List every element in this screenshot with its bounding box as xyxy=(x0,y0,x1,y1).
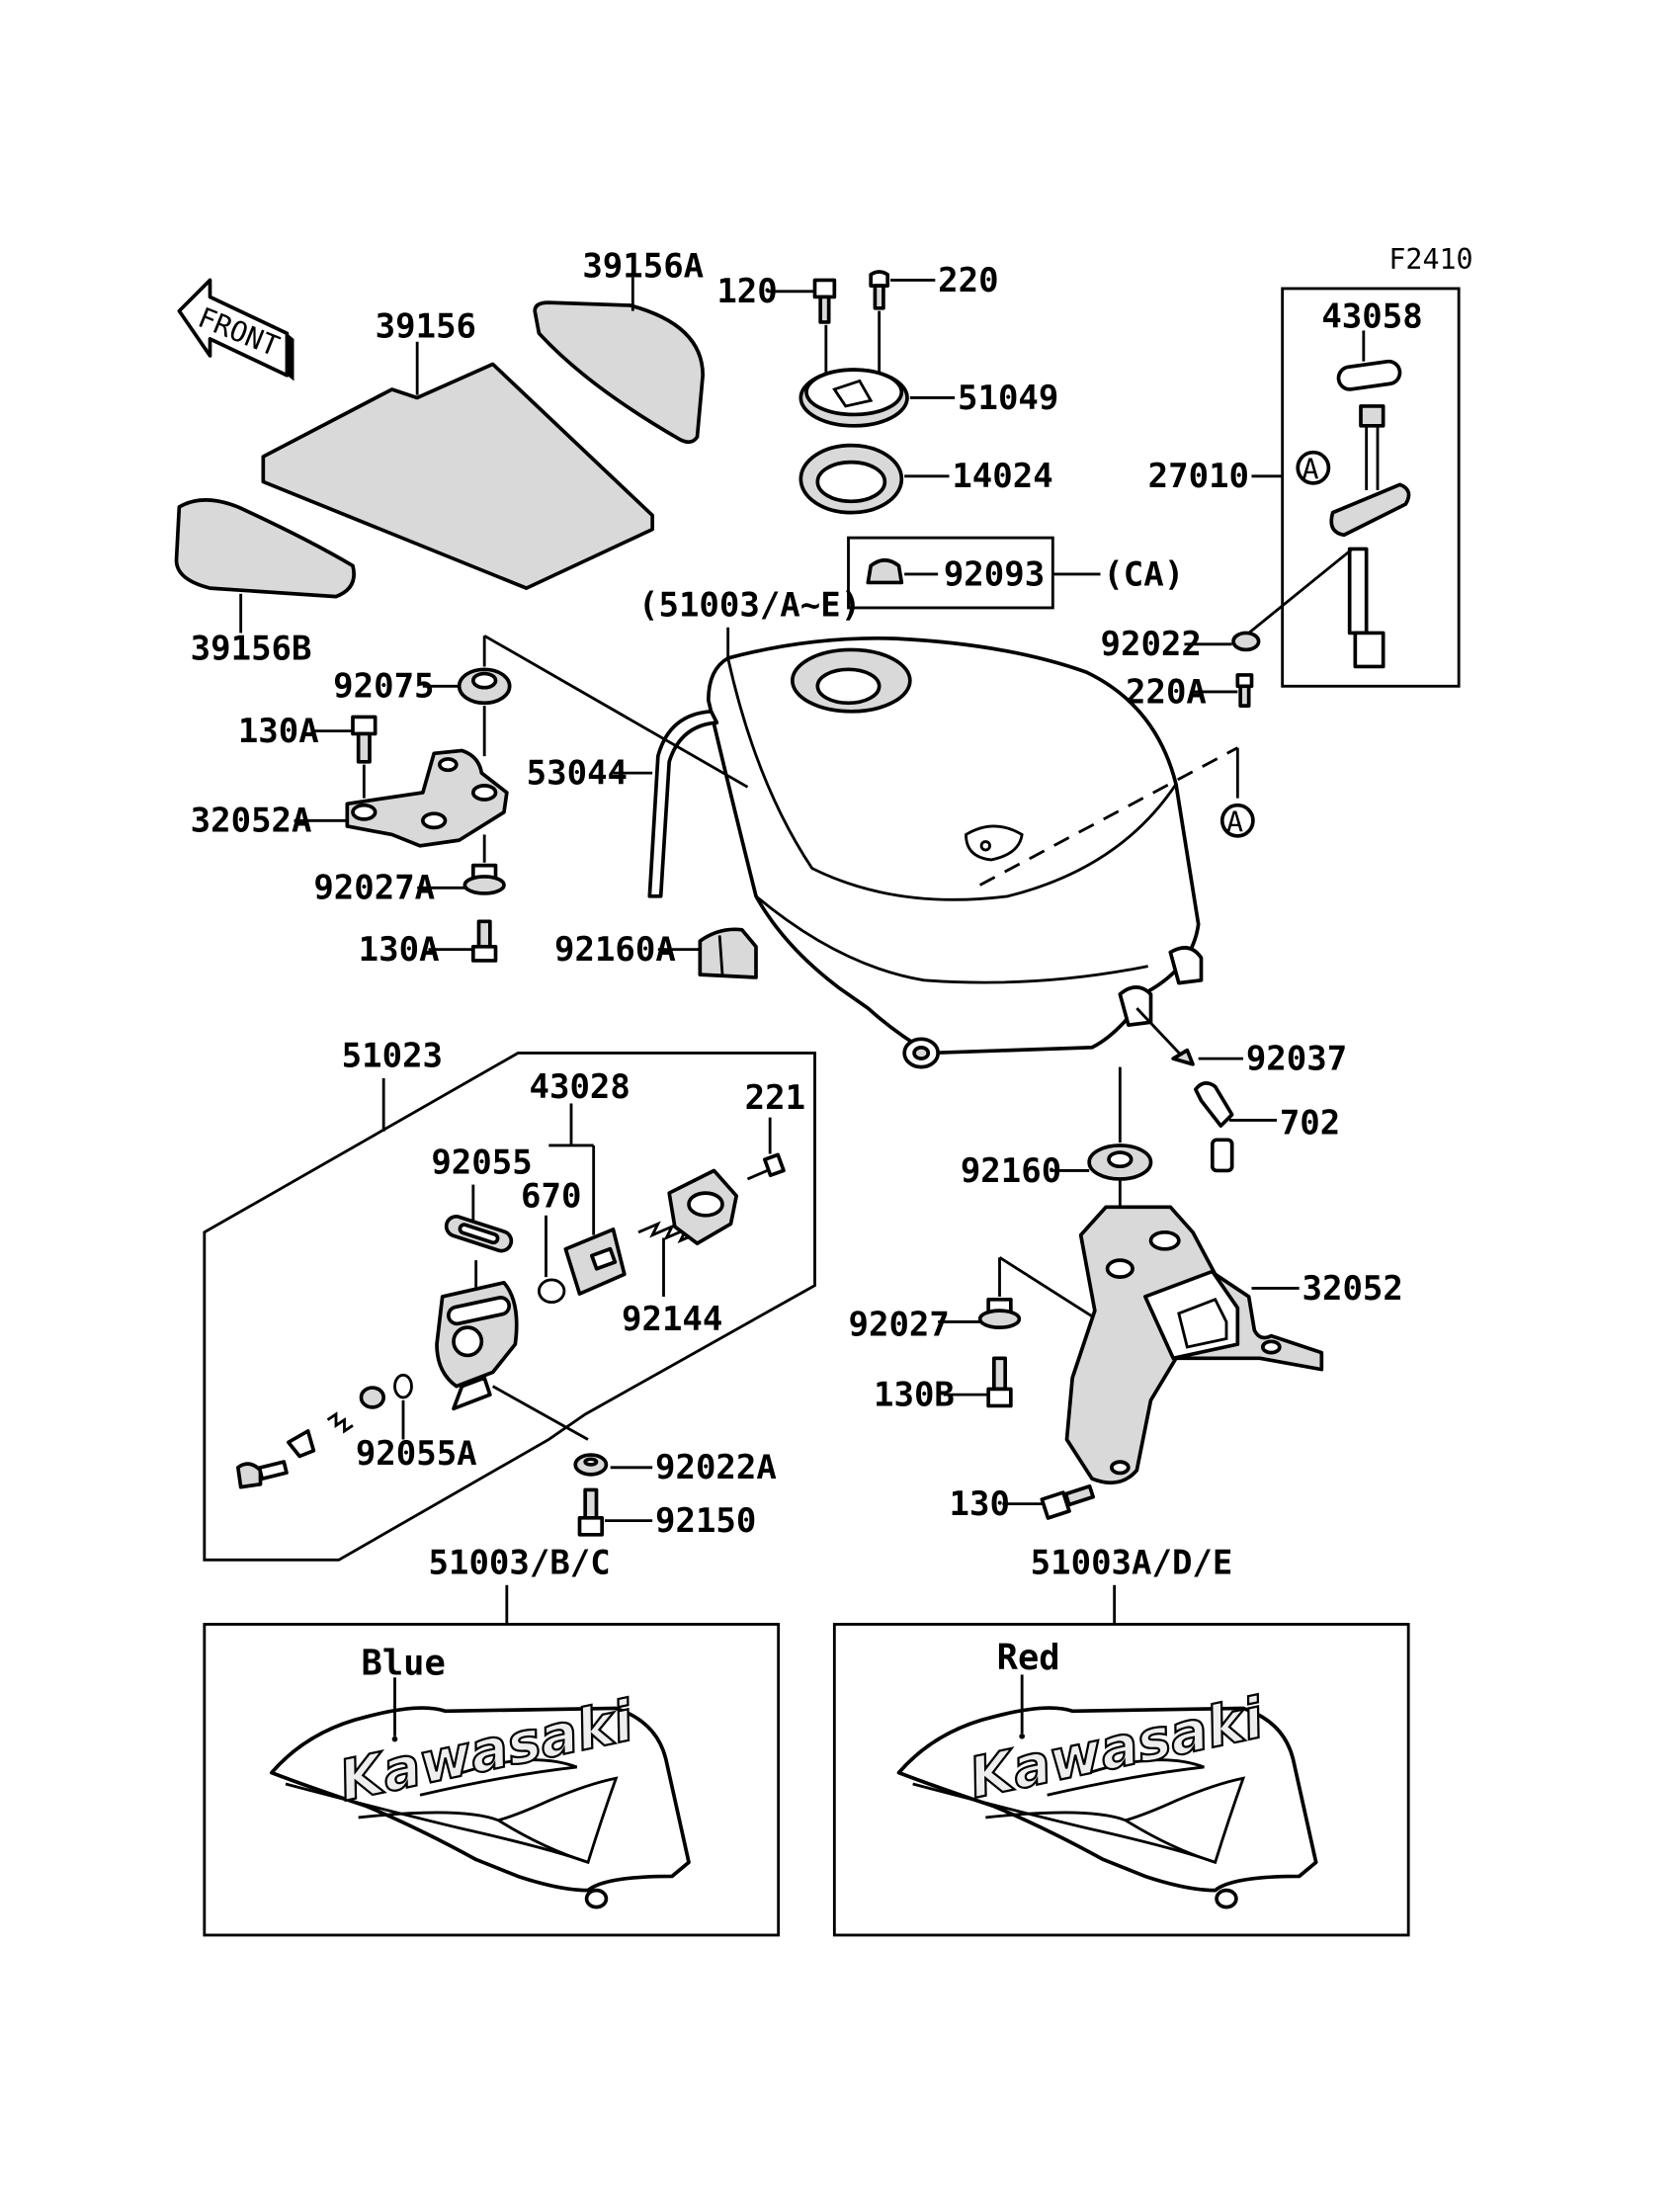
label-27010: 27010 xyxy=(1148,457,1249,496)
label-92022a: 92022A xyxy=(655,1448,777,1487)
strip-53044 xyxy=(613,709,719,898)
label-130b: 130B xyxy=(874,1375,955,1414)
label-130a-bottom: 130A xyxy=(359,930,440,970)
label-51003-b-c: 51003/B/C xyxy=(429,1543,611,1582)
label-39156a: 39156A xyxy=(582,247,704,287)
label-670: 670 xyxy=(521,1176,581,1216)
fuel-cock-51023 xyxy=(203,1052,816,1562)
label-92075: 92075 xyxy=(333,667,434,707)
damper-92160a xyxy=(657,927,758,979)
label-92150: 92150 xyxy=(655,1501,756,1541)
callout-a-lower: A xyxy=(1219,803,1255,839)
label-53044: 53044 xyxy=(527,753,628,793)
pump-box-27010 xyxy=(1247,287,1461,688)
label-92055a: 92055A xyxy=(356,1434,477,1474)
label-51003a-d-e: 51003A/D/E xyxy=(1031,1543,1233,1582)
svg-text:A: A xyxy=(1226,806,1243,839)
label-220a: 220A xyxy=(1126,672,1207,712)
bolt-130a-top xyxy=(310,715,378,799)
decal-color-blue: Blue xyxy=(362,1643,446,1683)
ring-14024 xyxy=(798,443,950,515)
decal-panel-blue: Kawasaki xyxy=(203,1623,781,1937)
label-51023: 51023 xyxy=(342,1037,443,1076)
pad-39156a xyxy=(533,277,706,445)
label-51049: 51049 xyxy=(958,379,1058,418)
washer-92022a xyxy=(573,1453,653,1477)
hose-702 xyxy=(1193,1081,1277,1173)
pad-39156b xyxy=(174,498,356,634)
label-92037: 92037 xyxy=(1246,1039,1347,1078)
bracket-32052a xyxy=(294,748,509,848)
bolt-130 xyxy=(1002,1483,1095,1520)
label-32052a: 32052A xyxy=(191,802,312,841)
bolt-120 xyxy=(767,278,837,324)
bolt-130a-bottom xyxy=(428,919,498,963)
label-14024: 14024 xyxy=(952,457,1052,496)
label-702: 702 xyxy=(1280,1104,1340,1143)
label-32052: 32052 xyxy=(1302,1269,1403,1309)
collar-92027 xyxy=(938,1256,1093,1329)
clip-92037 xyxy=(1135,1007,1243,1066)
label-130: 130 xyxy=(950,1484,1010,1524)
collar-92027a xyxy=(417,834,506,895)
label-92160: 92160 xyxy=(961,1151,1061,1191)
bolt-92150 xyxy=(577,1487,653,1537)
box-92093 xyxy=(847,536,1101,610)
cap-51049 xyxy=(798,310,956,428)
callout-a-upper: A xyxy=(1296,450,1331,486)
grommet-92075 xyxy=(422,635,749,789)
grommet-92160 xyxy=(1050,1066,1153,1261)
label-ca: (CA) xyxy=(1103,554,1184,594)
label-130a-top: 130A xyxy=(238,712,319,751)
label-43058: 43058 xyxy=(1321,297,1422,337)
label-92022: 92022 xyxy=(1101,625,1202,664)
bracket-32052 xyxy=(1064,1205,1324,1485)
figure-code: F2410 xyxy=(1388,243,1472,276)
label-39156b: 39156B xyxy=(191,629,312,668)
pad-39156 xyxy=(261,341,655,590)
label-92093: 92093 xyxy=(944,554,1045,594)
screw-220a xyxy=(1193,673,1254,708)
label-92144: 92144 xyxy=(622,1300,722,1339)
label-120: 120 xyxy=(716,272,777,311)
bolt-130b xyxy=(943,1356,1013,1408)
label-221: 221 xyxy=(745,1078,805,1118)
label-220: 220 xyxy=(938,261,998,300)
label-51003-a-e: (51003/A~E) xyxy=(638,585,861,625)
label-92027a: 92027A xyxy=(313,869,435,908)
label-92055: 92055 xyxy=(431,1143,532,1182)
front-arrow: FRONT xyxy=(177,278,294,381)
washer-92022 xyxy=(1184,631,1261,652)
label-92027: 92027 xyxy=(849,1306,950,1345)
label-39156: 39156 xyxy=(376,307,476,347)
decal-panel-red: Kawasaki xyxy=(832,1623,1410,1937)
label-92160a: 92160A xyxy=(554,930,676,970)
screw-220 xyxy=(869,270,936,310)
svg-text:A: A xyxy=(1302,454,1319,486)
decal-color-red: Red xyxy=(997,1638,1060,1678)
label-43028: 43028 xyxy=(530,1067,630,1107)
fuel-tank-51003 xyxy=(706,627,1204,1069)
